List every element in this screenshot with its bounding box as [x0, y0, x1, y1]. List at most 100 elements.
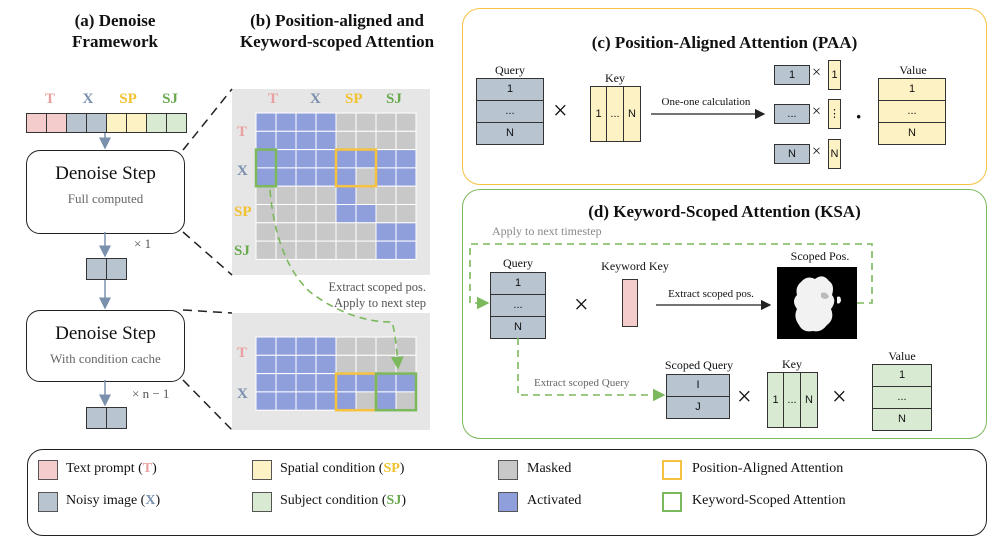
attention-cell-top — [375, 222, 397, 242]
latent-block-1 — [86, 258, 127, 280]
legend-swatch-text-prompt — [38, 460, 58, 480]
row-label-x-bottom: X — [237, 386, 248, 402]
ksa-key-cell: 1 — [767, 372, 784, 428]
attention-cell-top — [315, 112, 337, 132]
scoped-pos-note-line2: Apply to next step — [333, 296, 426, 310]
legend-ksa: Keyword-Scoped Attention — [692, 493, 846, 508]
attention-cell-bottom — [395, 354, 417, 375]
scoped-query-stack: I J — [666, 374, 730, 419]
legend-activated: Activated — [527, 493, 582, 508]
attention-cell-bottom — [395, 373, 417, 393]
ksa-key-cell: N — [800, 372, 818, 428]
legend-swatch-subject — [252, 492, 272, 512]
scoped-query-label: Scoped Query — [664, 358, 734, 372]
attention-cell-top — [375, 112, 397, 132]
attention-cell-top — [335, 130, 357, 151]
paa-pair-k: N — [828, 139, 841, 169]
scoped-pos-note: Extract scoped pos. Apply to next step — [300, 279, 426, 311]
col-label-x: X — [310, 91, 321, 107]
attention-cell-bottom — [315, 336, 337, 356]
attention-cell-top — [395, 240, 417, 260]
keyword-key-cell — [622, 279, 638, 327]
attention-cell-top — [255, 204, 277, 224]
legend-box — [27, 449, 987, 536]
attention-cell-top — [335, 222, 357, 242]
ksa-next-timestep-label: Apply to next timestep — [492, 224, 602, 238]
paa-query-cell: ... — [476, 100, 544, 123]
attention-cell-bottom — [315, 373, 337, 393]
attention-cell-top — [275, 130, 297, 151]
attention-cell-bottom — [295, 354, 317, 375]
attention-cell-bottom — [375, 336, 397, 356]
row-label-t: T — [237, 124, 248, 140]
ksa-value-label: Value — [888, 349, 916, 363]
attention-cell-top — [355, 222, 377, 242]
attention-cell-bottom — [335, 373, 357, 393]
paa-value-stack: 1 ... N — [878, 78, 946, 145]
attention-cell-bottom — [355, 336, 377, 356]
scoped-pos-note-line1: Extract scoped pos. — [328, 280, 426, 294]
attention-cell-top — [355, 167, 377, 187]
legend-swatch-spatial — [252, 460, 272, 480]
legend-swatch-ksa — [662, 492, 682, 512]
paa-value-cell: N — [878, 122, 946, 145]
attention-cell-top — [355, 130, 377, 151]
attention-cell-bottom — [315, 391, 337, 411]
panel-a-title-line2: Framework — [72, 32, 158, 51]
attention-cell-top — [335, 149, 357, 169]
paa-pair-q: N — [774, 144, 810, 164]
attention-cell-top — [275, 149, 297, 169]
paa-arrow-label: One-one calculation — [661, 96, 751, 108]
ksa-query-cell: ... — [490, 294, 546, 317]
attention-cell-top — [375, 130, 397, 151]
step2-multiplier: × n − 1 — [132, 386, 170, 401]
row-label-x: X — [237, 163, 248, 179]
paa-pair-times: × — [812, 143, 822, 160]
attention-cell-bottom — [375, 354, 397, 375]
attention-cell-bottom — [295, 373, 317, 393]
paa-pair-q: ... — [774, 104, 810, 124]
attention-cell-top — [335, 167, 357, 187]
legend-subject: Subject condition (SJ) — [280, 493, 407, 508]
attention-cell-top — [335, 112, 357, 132]
attention-cell-top — [295, 185, 317, 205]
legend-spatial: Spatial condition (SP) — [280, 461, 405, 476]
scoped-pos-label: Scoped Pos. — [790, 249, 850, 263]
attention-cell-top — [295, 130, 317, 151]
step1-multiplier: × 1 — [134, 236, 152, 251]
attention-cell-top — [275, 222, 297, 242]
ksa-query-stack: 1 ... N — [490, 272, 546, 339]
row-label-sp: SP — [234, 204, 252, 220]
paa-query-stack: 1 ... N — [476, 78, 544, 145]
attention-cell-bottom — [335, 336, 357, 356]
attention-cell-top — [255, 240, 277, 260]
paa-pair-k: 1 — [828, 60, 841, 90]
attention-cell-bottom — [355, 391, 377, 411]
attention-cell-top — [355, 240, 377, 260]
attention-cell-top — [335, 204, 357, 224]
attention-cell-top — [315, 149, 337, 169]
attention-cell-top — [255, 112, 277, 132]
token-label-t: T — [44, 91, 55, 107]
paa-dot: · — [855, 104, 863, 129]
ksa-title: (d) Keyword-Scoped Attention (KSA) — [588, 202, 861, 221]
attention-cell-top — [255, 167, 277, 187]
attention-cell-top — [395, 149, 417, 169]
paa-value-label: Value — [899, 63, 927, 77]
paa-pair-times: × — [812, 103, 822, 120]
attention-cell-bottom — [255, 354, 277, 375]
attention-cell-top — [315, 240, 337, 260]
attention-cell-top — [295, 204, 317, 224]
attention-cell-bottom — [275, 373, 297, 393]
panel-b-title: (b) Position-aligned and Keyword-scoped … — [212, 10, 462, 52]
paa-key-cell: 1 — [590, 86, 607, 142]
keyword-key-label: Keyword Key — [601, 259, 669, 273]
paa-pair-q: 1 — [774, 65, 810, 85]
latent-block-2 — [86, 407, 127, 429]
attention-cell-bottom — [395, 391, 417, 411]
attention-cell-top — [395, 130, 417, 151]
attention-cell-top — [255, 185, 277, 205]
ksa-times-2: × — [737, 382, 752, 411]
attention-cell-top — [335, 240, 357, 260]
attention-cell-bottom — [355, 373, 377, 393]
